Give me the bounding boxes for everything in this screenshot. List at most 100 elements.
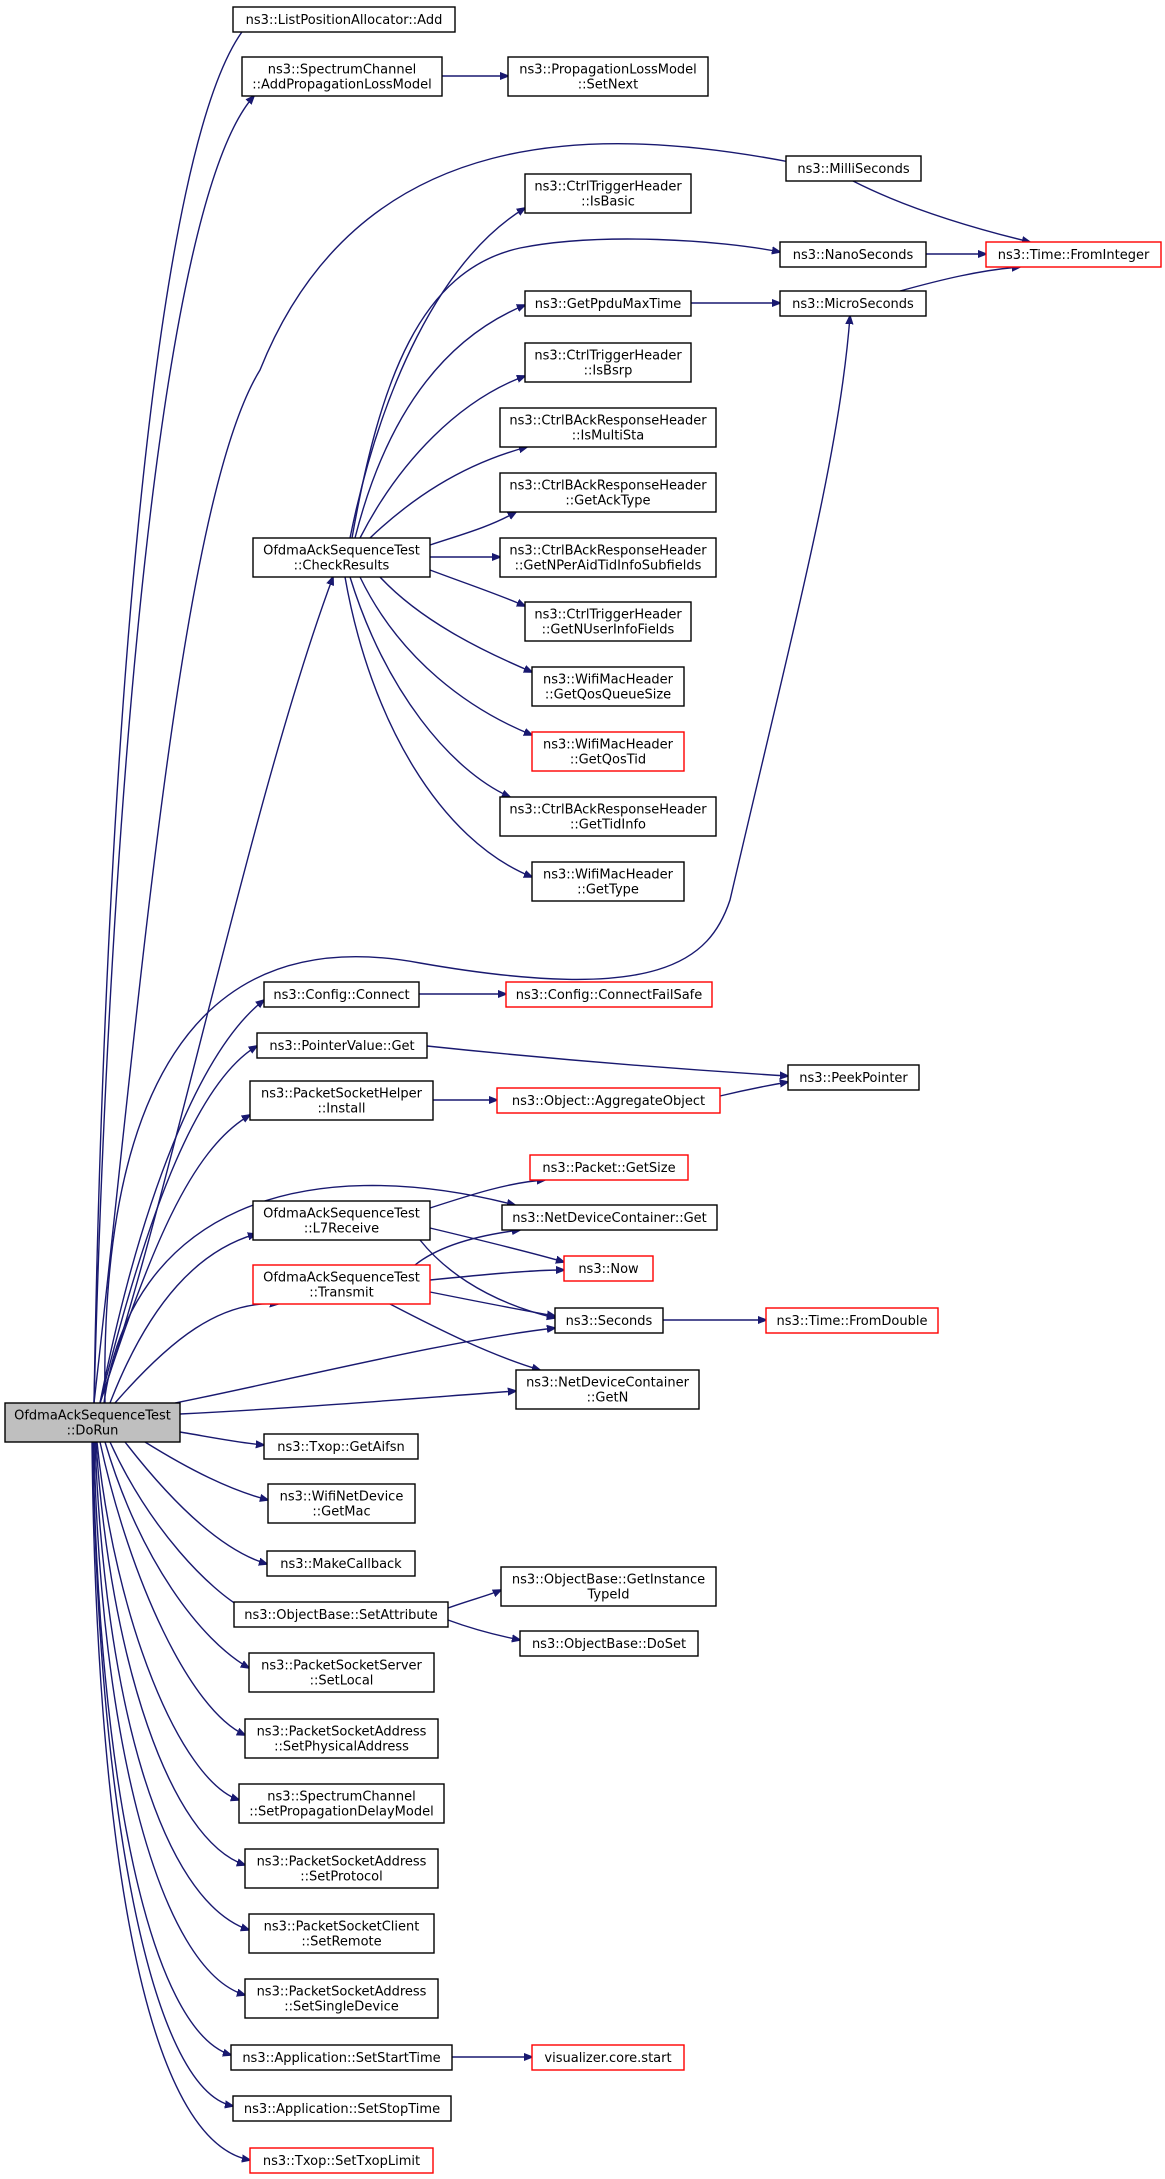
node-agg[interactable]: ns3::Object::AggregateObject xyxy=(496,1087,721,1114)
node-box xyxy=(531,666,685,707)
node-label: ::SetLocal xyxy=(310,1674,374,1689)
node-label: ns3::Txop::SetTxopLimit xyxy=(263,2154,420,2169)
node-box xyxy=(531,861,685,902)
node-fromint[interactable]: ns3::Time::FromInteger xyxy=(985,241,1162,268)
node-scapl[interactable]: ns3::SpectrumChannel::AddPropagationLoss… xyxy=(241,56,443,97)
node-check[interactable]: OfdmaAckSequenceTest::CheckResults xyxy=(252,537,431,578)
node-gettype[interactable]: ns3::WifiMacHeader::GetType xyxy=(531,861,685,902)
edge-l7-to-psize xyxy=(429,1180,545,1209)
node-label: ::SetSingleDevice xyxy=(284,2000,399,2015)
node-label: ns3::Now xyxy=(578,1262,639,1277)
node-box xyxy=(563,1255,654,1282)
node-box xyxy=(252,537,431,578)
edge-check-to-getack xyxy=(429,512,516,546)
node-label: OfdmaAckSequenceTest xyxy=(263,1207,420,1222)
edge-root-to-mkcb xyxy=(124,1441,267,1564)
node-box xyxy=(779,290,927,317)
node-ndcn[interactable]: ns3::NetDeviceContainer::GetN xyxy=(515,1369,700,1410)
node-label: OfdmaAckSequenceTest xyxy=(14,1409,171,1424)
node-psasingle[interactable]: ns3::PacketSocketAddress::SetSingleDevic… xyxy=(244,1978,439,2019)
node-psize[interactable]: ns3::Packet::GetSize xyxy=(529,1154,689,1181)
node-label: ::DoRun xyxy=(67,1424,119,1439)
edge-root-to-psaproto xyxy=(95,1441,245,1865)
edge-root-to-psasingle xyxy=(93,1441,245,1995)
node-fromdbl[interactable]: ns3::Time::FromDouble xyxy=(765,1307,939,1334)
node-isbsrp[interactable]: ns3::CtrlTriggerHeader::IsBsrp xyxy=(524,342,692,383)
node-root[interactable]: OfdmaAckSequenceTest::DoRun xyxy=(4,1402,181,1443)
edge-agg-to-peek xyxy=(719,1082,788,1097)
node-label: ns3::CtrlBAckResponseHeader xyxy=(509,803,707,818)
node-aifsn[interactable]: ns3::Txop::GetAifsn xyxy=(263,1433,419,1460)
node-box xyxy=(248,1913,435,1954)
node-label: ns3::ListPositionAllocator::Add xyxy=(246,13,443,28)
node-cfs[interactable]: ns3::Config::ConnectFailSafe xyxy=(505,981,713,1008)
node-start[interactable]: ns3::Application::SetStartTime xyxy=(230,2044,453,2071)
node-doset[interactable]: ns3::ObjectBase::DoSet xyxy=(519,1630,699,1657)
edge-check-to-isbasic xyxy=(349,208,525,539)
edge-micro-to-fromint xyxy=(899,267,1020,292)
node-ppdu[interactable]: ns3::GetPpduMaxTime xyxy=(524,290,692,317)
node-label: ns3::PacketSocketServer xyxy=(261,1659,422,1674)
node-qsize[interactable]: ns3::WifiMacHeader::GetQosQueueSize xyxy=(531,666,685,707)
node-box xyxy=(524,342,692,383)
node-lpa[interactable]: ns3::ListPositionAllocator::Add xyxy=(232,6,456,33)
node-pss[interactable]: ns3::PacketSocketServer::SetLocal xyxy=(248,1652,435,1693)
node-psh[interactable]: ns3::PacketSocketHelper::Install xyxy=(249,1080,434,1121)
node-plsn[interactable]: ns3::PropagationLossModel::SetNext xyxy=(507,56,709,97)
node-pvget[interactable]: ns3::PointerValue::Get xyxy=(256,1032,428,1059)
node-label: ns3::ObjectBase::SetAttribute xyxy=(244,1608,438,1623)
node-vis[interactable]: visualizer.core.start xyxy=(531,2044,685,2071)
node-label: ns3::Application::SetStartTime xyxy=(242,2051,440,2066)
node-seconds[interactable]: ns3::Seconds xyxy=(554,1307,664,1334)
node-transmit[interactable]: OfdmaAckSequenceTest::Transmit xyxy=(252,1264,431,1305)
node-milli[interactable]: ns3::MilliSeconds xyxy=(785,155,922,182)
edge-root-to-psh xyxy=(99,1115,250,1404)
node-label: ns3::Txop::GetAifsn xyxy=(277,1440,405,1455)
node-box xyxy=(266,1550,416,1577)
node-label: ns3::SpectrumChannel xyxy=(267,1790,415,1805)
node-psaphys[interactable]: ns3::PacketSocketAddress::SetPhysicalAdd… xyxy=(244,1718,439,1759)
node-mkcb[interactable]: ns3::MakeCallback xyxy=(266,1550,416,1577)
node-pscremote[interactable]: ns3::PacketSocketClient::SetRemote xyxy=(248,1913,435,1954)
node-label: OfdmaAckSequenceTest xyxy=(263,1271,420,1286)
node-txop[interactable]: ns3::Txop::SetTxopLimit xyxy=(249,2147,434,2174)
node-ismulti[interactable]: ns3::CtrlBAckResponseHeader::IsMultiSta xyxy=(499,407,717,448)
edge-root-to-l7 xyxy=(109,1234,256,1404)
node-box xyxy=(249,1080,434,1121)
edge-transmit-to-ndcn xyxy=(389,1303,540,1370)
edge-root-to-setattr xyxy=(109,1441,244,1609)
node-micro[interactable]: ns3::MicroSeconds xyxy=(779,290,927,317)
node-peek[interactable]: ns3::PeekPointer xyxy=(787,1064,920,1091)
edge-root-to-pvget xyxy=(99,1046,257,1404)
edge-check-to-qtid xyxy=(359,576,532,735)
node-scdelay[interactable]: ns3::SpectrumChannel::SetPropagationDela… xyxy=(238,1783,445,1824)
node-ndcget[interactable]: ns3::NetDeviceContainer::Get xyxy=(501,1204,718,1231)
node-label: ns3::Object::AggregateObject xyxy=(512,1094,705,1109)
node-nuser[interactable]: ns3::CtrlTriggerHeader::GetNUserInfoFiel… xyxy=(524,601,692,642)
node-getack[interactable]: ns3::CtrlBAckResponseHeader::GetAckType xyxy=(499,472,717,513)
node-box xyxy=(238,1783,445,1824)
node-now[interactable]: ns3::Now xyxy=(563,1255,654,1282)
node-l7[interactable]: OfdmaAckSequenceTest::L7Receive xyxy=(252,1200,431,1241)
node-label: ::Transmit xyxy=(309,1286,374,1301)
node-stop[interactable]: ns3::Application::SetStopTime xyxy=(232,2095,452,2122)
node-box xyxy=(531,731,685,772)
node-box xyxy=(230,2044,453,2071)
node-nper[interactable]: ns3::CtrlBAckResponseHeader::GetNPerAidT… xyxy=(499,537,717,578)
node-label: ns3::WifiMacHeader xyxy=(543,673,674,688)
node-psaproto[interactable]: ns3::PacketSocketAddress::SetProtocol xyxy=(244,1848,439,1889)
node-box xyxy=(515,1369,700,1410)
node-getmac[interactable]: ns3::WifiNetDevice::GetMac xyxy=(267,1483,416,1524)
node-label: ns3::Config::ConnectFailSafe xyxy=(516,988,703,1003)
node-isbasic[interactable]: ns3::CtrlTriggerHeader::IsBasic xyxy=(524,173,692,214)
node-connect[interactable]: ns3::Config::Connect xyxy=(263,981,420,1008)
node-setattr[interactable]: ns3::ObjectBase::SetAttribute xyxy=(233,1601,449,1628)
node-label: ::SetPropagationDelayModel xyxy=(249,1805,433,1820)
node-label: ns3::Seconds xyxy=(566,1314,653,1329)
node-label: ns3::SpectrumChannel xyxy=(268,63,416,78)
node-nano[interactable]: ns3::NanoSeconds xyxy=(779,241,927,268)
node-label: ::GetAckType xyxy=(565,494,650,509)
node-qtid[interactable]: ns3::WifiMacHeader::GetQosTid xyxy=(531,731,685,772)
node-tidinfo[interactable]: ns3::CtrlBAckResponseHeader::GetTidInfo xyxy=(499,796,717,837)
